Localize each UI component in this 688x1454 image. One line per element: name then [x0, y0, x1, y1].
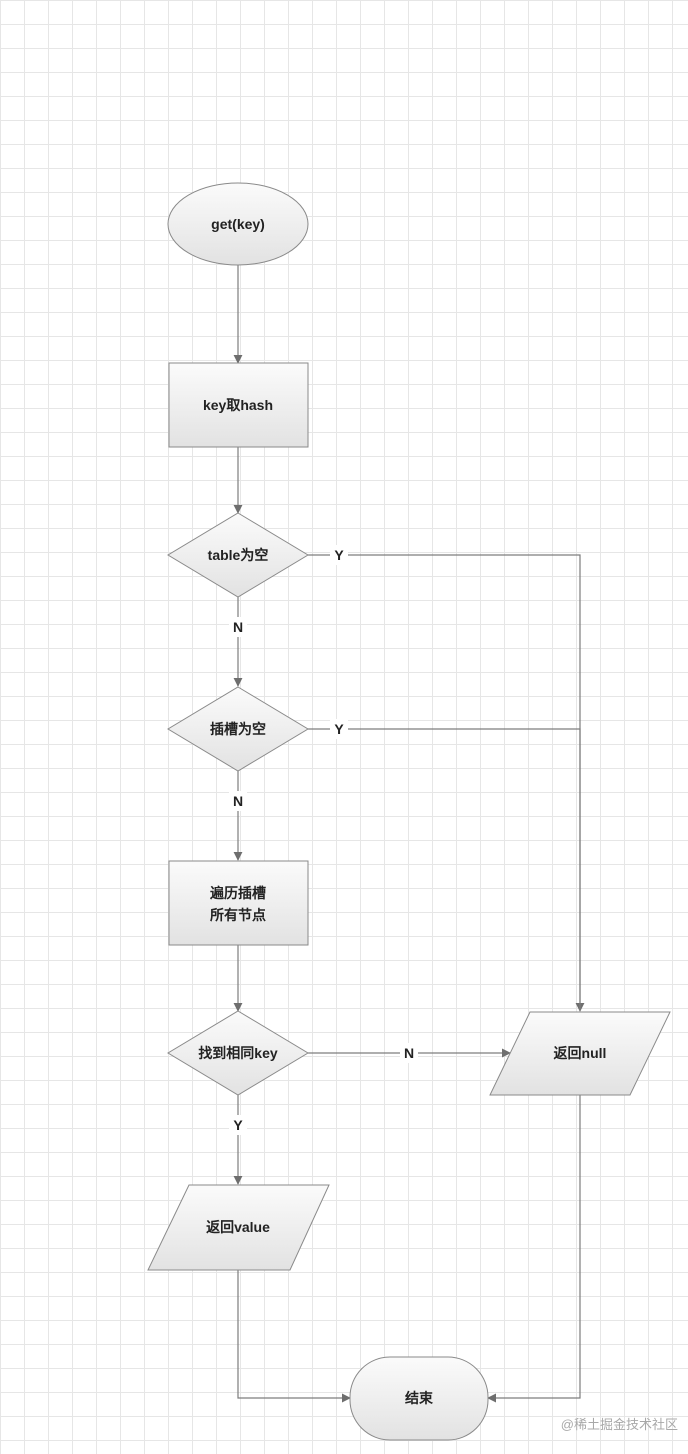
node-return-null: 返回null [489, 1011, 671, 1096]
label-table-empty-no: N [233, 619, 243, 635]
node-table-empty: table为空 [167, 512, 309, 598]
edge-return-null-to-end [487, 1095, 581, 1403]
return-value-label: 返回value [206, 1219, 270, 1235]
label-find-key-yes: Y [233, 1117, 243, 1133]
edge-table-empty-yes [308, 554, 585, 1012]
edge-return-value-to-end [237, 1270, 351, 1403]
hash-label: key取hash [203, 397, 273, 413]
label-find-key-no: N [404, 1045, 414, 1061]
watermark: @稀土掘金技术社区 [561, 1417, 678, 1432]
node-return-value: 返回value [147, 1184, 330, 1271]
node-start: get(key) [167, 182, 309, 266]
traverse-rect [168, 860, 309, 946]
start-ellipse [167, 182, 309, 266]
node-slot-empty: 插槽为空 [167, 686, 309, 772]
end-terminator [349, 1356, 489, 1441]
label-slot-empty-yes: Y [334, 721, 344, 737]
return-value-parallelogram [147, 1184, 330, 1271]
traverse-label-line1: 遍历插槽 [209, 885, 266, 901]
table-empty-diamond [167, 512, 309, 598]
node-end: 结束 [349, 1356, 489, 1441]
end-label: 结束 [405, 1390, 434, 1406]
node-find-key: 找到相同key [167, 1010, 309, 1096]
edge-labels: Y N Y N N Y [229, 545, 418, 1135]
hash-rect [168, 362, 309, 448]
slot-empty-label: 插槽为空 [210, 721, 266, 737]
slot-empty-diamond [167, 686, 309, 772]
return-null-label: 返回null [554, 1045, 607, 1061]
start-label: get(key) [211, 216, 265, 232]
return-null-parallelogram [489, 1011, 671, 1096]
label-table-empty-yes: Y [334, 547, 344, 563]
table-empty-label: table为空 [208, 547, 269, 563]
node-traverse: 遍历插槽 所有节点 [168, 860, 309, 946]
node-hash: key取hash [168, 362, 309, 448]
find-key-label: 找到相同key [198, 1045, 278, 1061]
edge-slot-empty-yes [308, 728, 581, 1011]
label-slot-empty-no: N [233, 793, 243, 809]
find-key-diamond [167, 1010, 309, 1096]
traverse-label-line2: 所有节点 [210, 907, 266, 923]
